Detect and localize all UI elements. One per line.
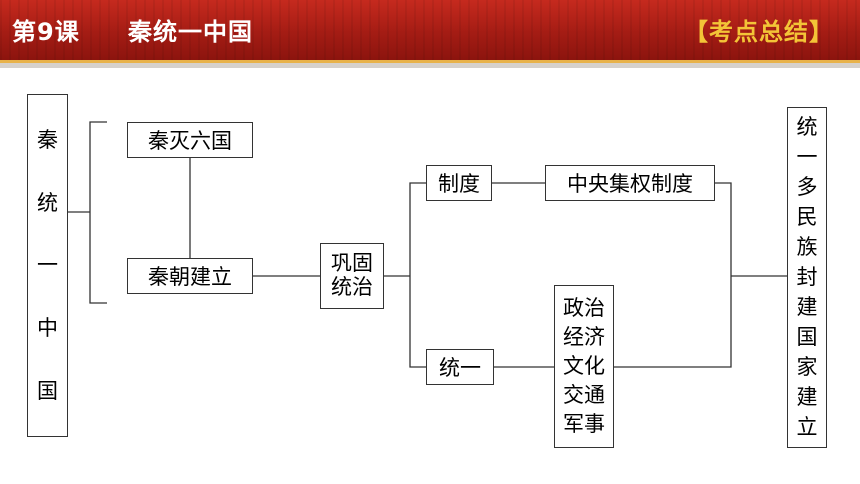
root-char: 中 (37, 316, 58, 341)
node-central-system: 中央集权制度 (545, 165, 715, 201)
node-label: 中央集权制度 (567, 172, 693, 196)
root-char: 统 (37, 190, 58, 215)
result-char: 立 (796, 415, 818, 440)
field-label: 交通 (563, 382, 605, 407)
field-label: 军事 (563, 411, 605, 436)
field-label: 经济 (563, 325, 605, 350)
header-texture (0, 0, 860, 60)
result-char: 封 (796, 264, 818, 289)
node-label: 秦朝建立 (148, 265, 232, 289)
node-consolidate-rule: 巩固 统治 (320, 243, 384, 309)
result-char: 建 (796, 385, 818, 410)
node-system: 制度 (426, 165, 492, 201)
node-unify: 统一 (426, 349, 494, 385)
node-label-line: 巩固 (331, 251, 373, 276)
root-box-qin-unify-china: 秦 统 一 中 国 (27, 94, 68, 437)
node-label-line: 统治 (331, 275, 373, 299)
node-label: 秦灭六国 (148, 129, 232, 153)
result-char: 家 (796, 355, 818, 380)
result-char: 族 (796, 234, 818, 259)
section-badge: 【考点总结】 (684, 18, 834, 46)
root-char: 国 (37, 378, 58, 403)
root-char: 一 (37, 253, 58, 278)
header-bar: 第9课 秦统一中国 【考点总结】 (0, 0, 860, 60)
result-char: 一 (796, 144, 818, 169)
result-char: 统 (796, 114, 818, 139)
result-box-unified-multiethnic-feudal-state: 统 一 多 民 族 封 建 国 家 建 立 (787, 107, 827, 448)
field-label: 文化 (563, 354, 605, 379)
node-qin-destroys-six-states: 秦灭六国 (127, 122, 253, 158)
node-unified-fields: 政治 经济 文化 交通 军事 (554, 285, 614, 448)
node-label: 制度 (438, 172, 480, 196)
result-char: 多 (796, 174, 818, 199)
lesson-number: 第9课 (12, 18, 80, 46)
header-gray-band (0, 63, 860, 68)
field-label: 政治 (563, 296, 605, 321)
result-char: 民 (796, 204, 818, 229)
node-label: 统一 (439, 356, 481, 380)
root-char: 秦 (37, 128, 58, 153)
page-title: 秦统一中国 (128, 18, 253, 46)
node-qin-dynasty-established: 秦朝建立 (127, 258, 253, 294)
header-gold-band (0, 60, 860, 63)
result-char: 建 (796, 295, 818, 319)
result-char: 国 (796, 325, 818, 350)
